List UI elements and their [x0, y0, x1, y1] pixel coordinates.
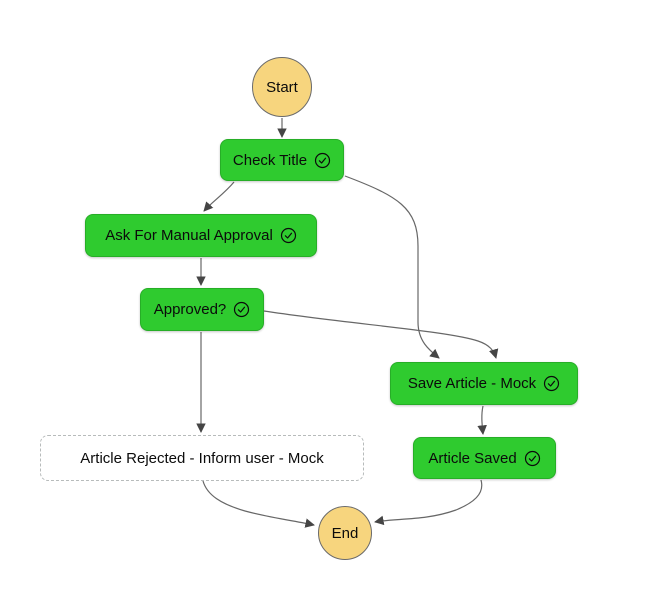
check-circle-icon	[524, 450, 541, 467]
node-end-label: End	[331, 524, 359, 542]
node-article-rejected-inform-user-mock[interactable]: Article Rejected - Inform user - Mock	[40, 435, 364, 481]
edge-article-rejected-to-end	[202, 480, 315, 528]
node-approved-label: Approved?	[153, 301, 227, 318]
check-circle-icon	[233, 301, 250, 318]
node-start-label: Start	[266, 78, 298, 96]
edge-check-title-to-ask-approval	[203, 181, 235, 212]
node-article-rejected-label: Article Rejected - Inform user - Mock	[80, 449, 324, 467]
node-start: Start	[252, 57, 312, 117]
edge-article-saved-to-end	[374, 479, 483, 526]
node-approved[interactable]: Approved?	[140, 288, 264, 331]
check-circle-icon	[314, 152, 331, 169]
edge-check-title-to-save-article	[344, 175, 440, 359]
edge-approved-to-save-article	[263, 310, 499, 359]
node-ask-for-manual-approval[interactable]: Ask For Manual Approval	[85, 214, 317, 257]
check-circle-icon	[543, 375, 560, 392]
node-ask-for-manual-approval-label: Ask For Manual Approval	[105, 227, 273, 244]
node-article-saved-label: Article Saved	[428, 449, 517, 467]
check-circle-icon	[280, 227, 297, 244]
edge-save-article-to-article-saved	[477, 405, 487, 435]
node-check-title-label: Check Title	[232, 151, 308, 169]
node-end: End	[318, 506, 372, 560]
node-check-title[interactable]: Check Title	[220, 139, 344, 181]
node-save-article-mock[interactable]: Save Article - Mock	[390, 362, 578, 405]
node-article-saved[interactable]: Article Saved	[413, 437, 556, 479]
node-save-article-mock-label: Save Article - Mock	[407, 375, 537, 392]
